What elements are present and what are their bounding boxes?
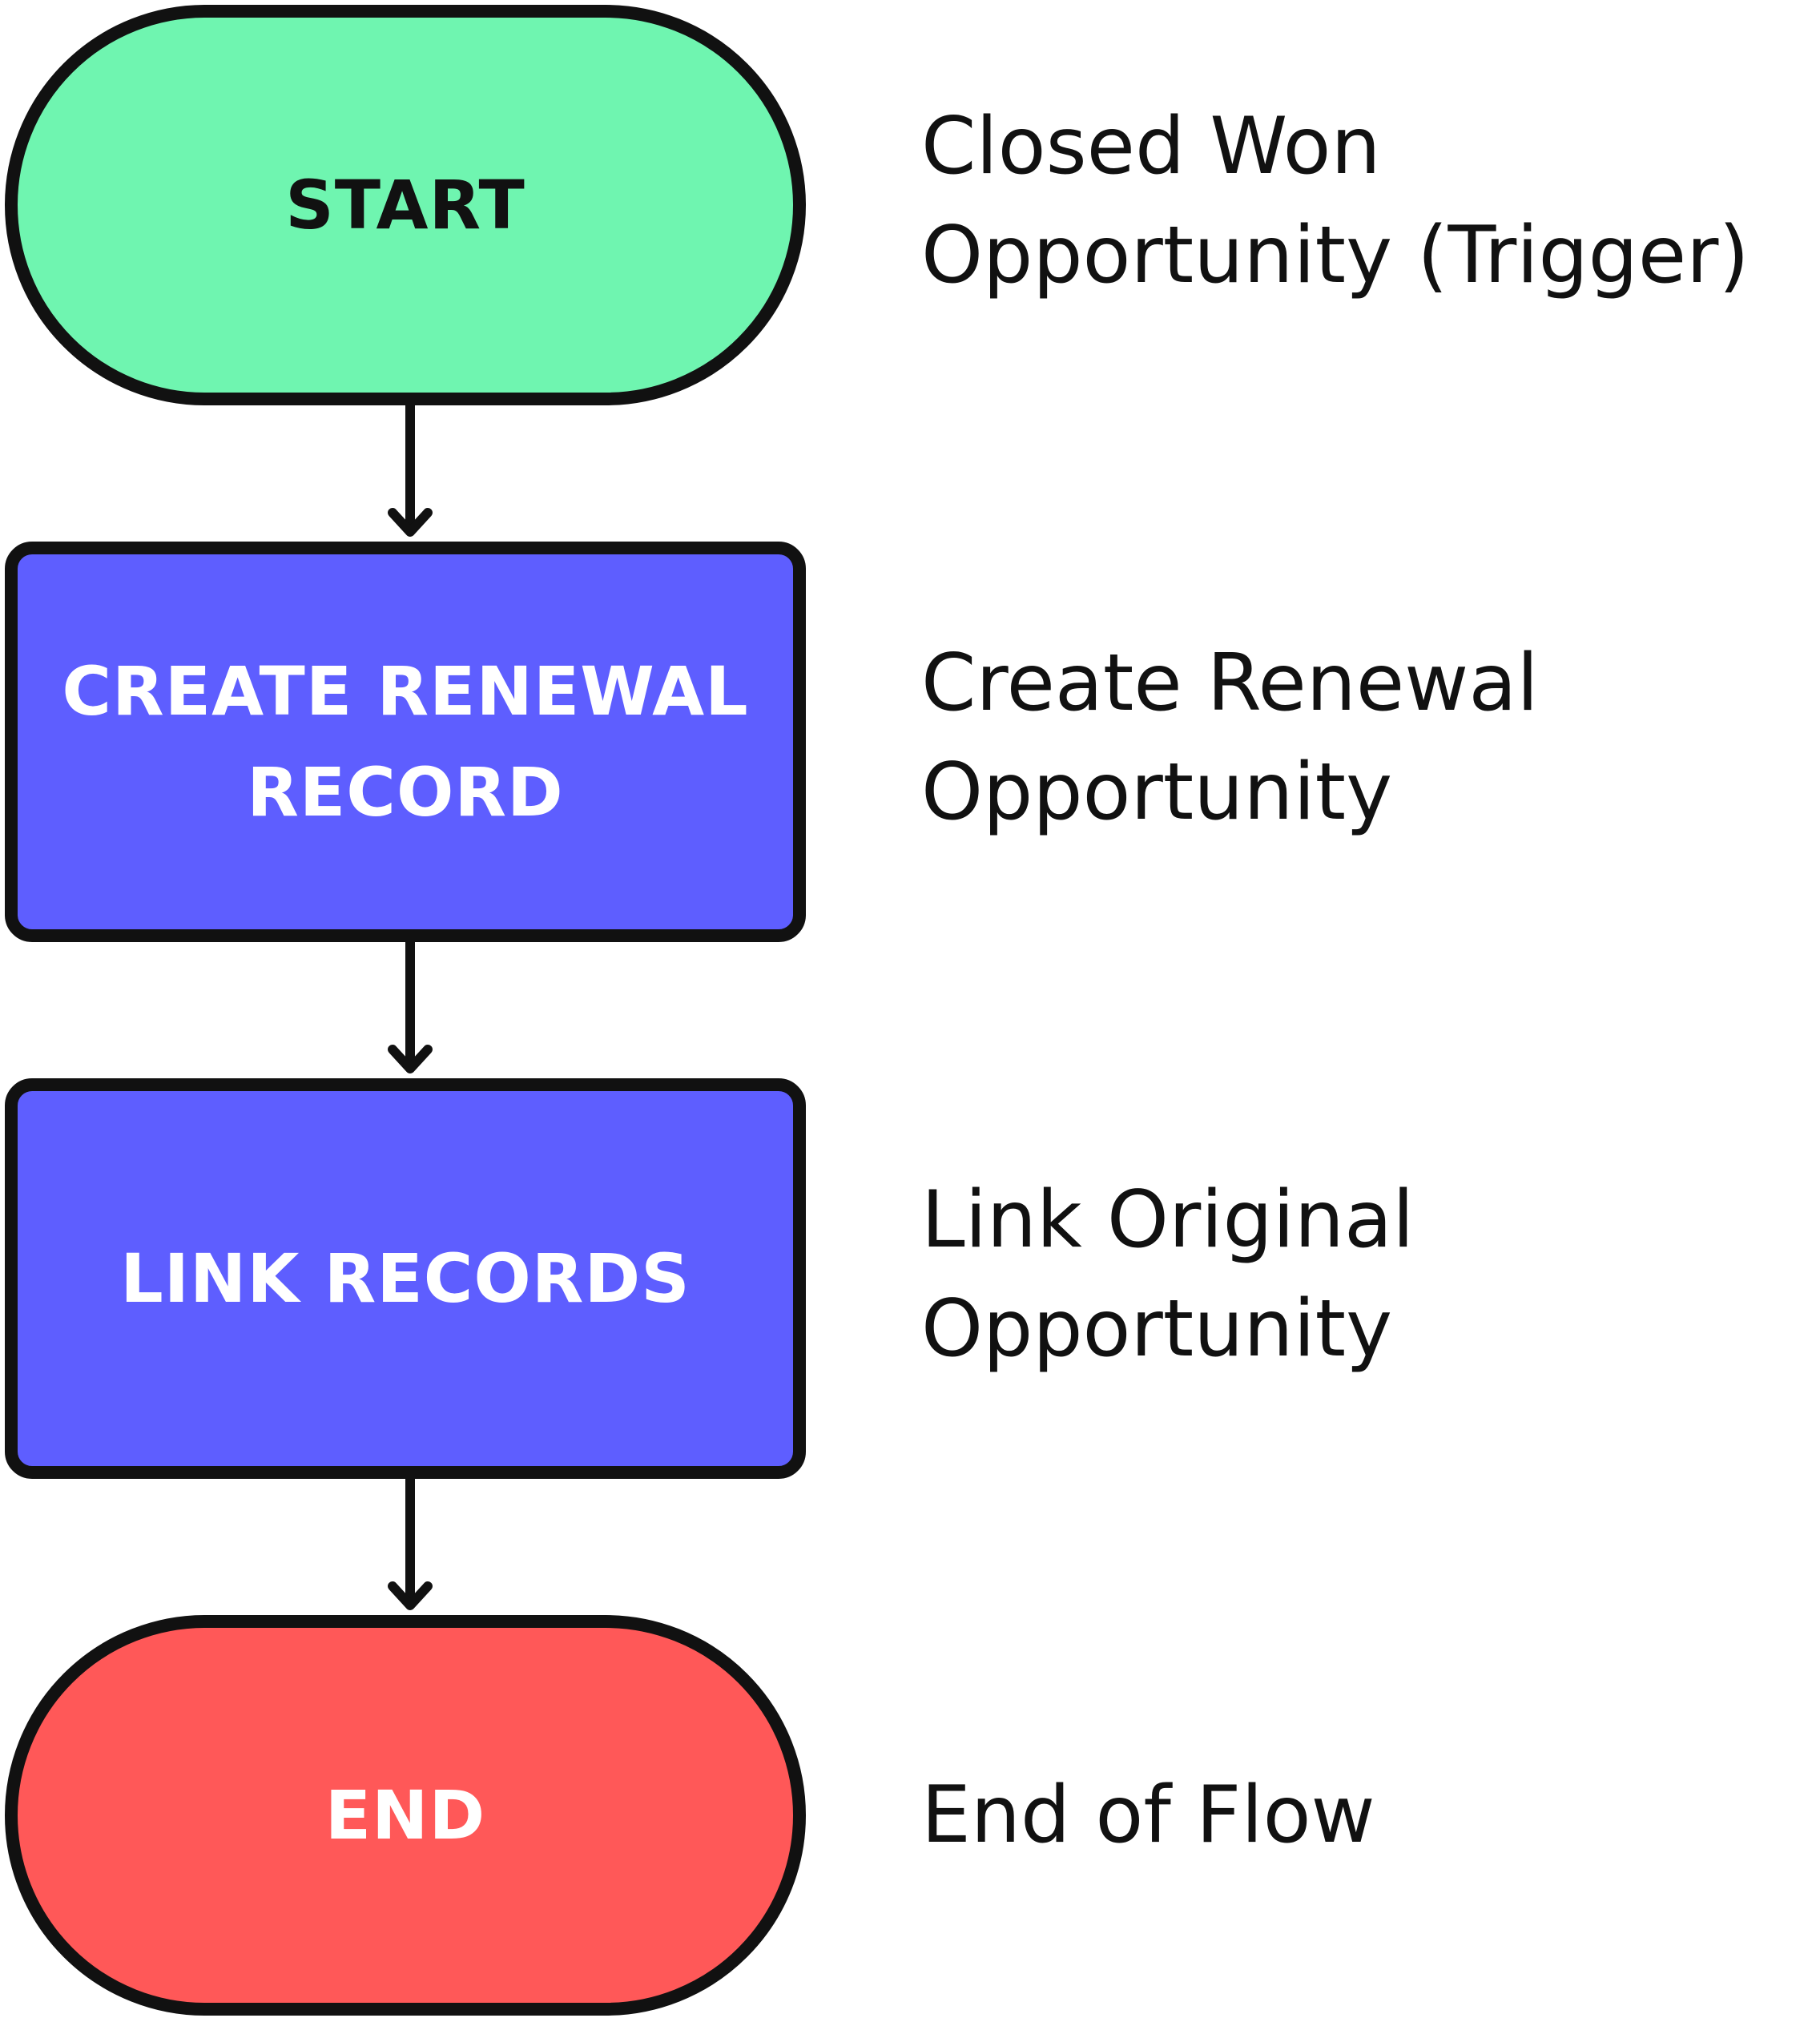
create-renewal-description: Create Renewal Opportunity — [921, 638, 1539, 838]
link-records-description: Link Original Opportunity — [921, 1174, 1415, 1375]
create-renewal-record-label: CREATE RENEWAL RECORD — [62, 652, 749, 832]
link-records-label: LINK RECORDS — [120, 1239, 691, 1318]
link-records-node: LINK RECORDS — [5, 1078, 806, 1479]
start-node-label: START — [285, 166, 525, 244]
start-description: Closed Won Opportunity (Trigger) — [921, 101, 1750, 301]
end-node: END — [5, 1615, 806, 2016]
end-node-label: END — [324, 1776, 486, 1855]
arrow-create-to-link — [388, 942, 433, 1073]
arrow-start-to-create — [388, 405, 433, 537]
end-description: End of Flow — [921, 1770, 1375, 1861]
create-renewal-record-node: CREATE RENEWAL RECORD — [5, 542, 806, 942]
arrow-link-to-end — [388, 1479, 433, 1610]
